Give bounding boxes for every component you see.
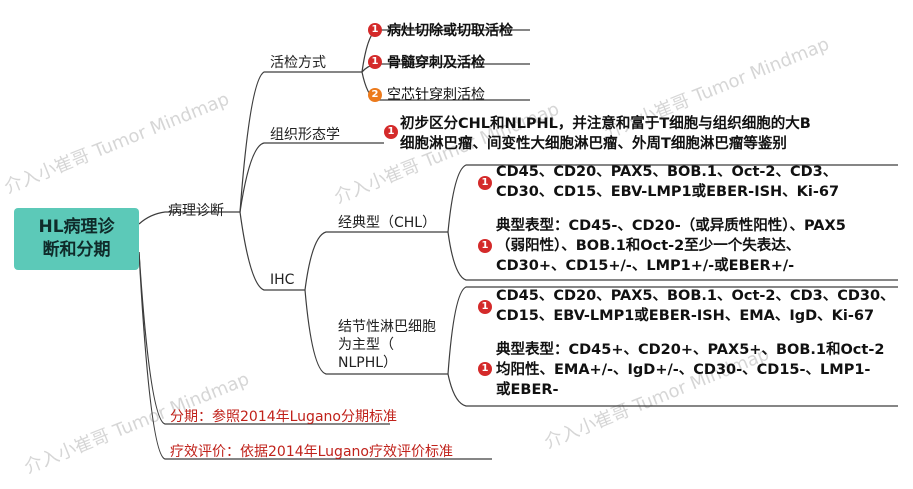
biopsy-item: 骨髓穿刺及活检 <box>387 55 485 71</box>
staging-label: 分期：参照2014年Lugano分期标准 <box>170 409 397 425</box>
nlphl-typical-text: 典型表型：CD45+、CD20+、PAX5+、BOB.1和Oct-2 均阳性、E… <box>496 342 885 398</box>
priority-1-icon: 1 <box>368 55 382 69</box>
response-label: 疗效评价：依据2014年Lugano疗效评价标准 <box>170 444 453 460</box>
chl-typical-text: 典型表型：CD45-、CD20-（或异质性阳性）、PAX5 （弱阳性）、BOB.… <box>496 218 846 274</box>
morphology-label: 组织形态学 <box>270 127 340 143</box>
pathology-label: 病理诊断 <box>168 203 224 219</box>
root-title-line1: HL病理诊 <box>38 217 115 237</box>
priority-1-icon: 1 <box>478 239 492 253</box>
priority-2-icon: 2 <box>368 88 382 102</box>
root-title-line2: 断和分期 <box>42 240 111 260</box>
ihc-label: IHC <box>270 272 295 288</box>
priority-1-icon: 1 <box>384 125 398 139</box>
biopsy-item: 病灶切除或切取活检 <box>387 23 513 39</box>
biopsy-item: 空芯针穿刺活检 <box>387 87 485 103</box>
chl-panel-text: CD45、CD20、PAX5、BOB.1、Oct-2、CD3、 CD30、CD1… <box>496 164 840 200</box>
root-topic: HL病理诊 断和分期 <box>14 208 139 270</box>
nlphl-label: 结节性淋巴细胞 为主型（ NLPHL） <box>338 319 436 371</box>
priority-1-icon: 1 <box>478 362 492 376</box>
priority-1-icon: 1 <box>368 23 382 37</box>
morphology-text: 初步区分CHL和NLPHL，并注意和富于T细胞与组织细胞的大B 细胞淋巴瘤、间变… <box>400 116 811 152</box>
chl-label: 经典型（CHL） <box>338 215 437 231</box>
biopsy-label: 活检方式 <box>270 55 326 71</box>
priority-1-icon: 1 <box>478 300 492 314</box>
nlphl-panel-text: CD45、CD20、PAX5、BOB.1、Oct-2、CD3、CD30、 CD1… <box>496 288 895 324</box>
priority-1-icon: 1 <box>478 176 492 190</box>
